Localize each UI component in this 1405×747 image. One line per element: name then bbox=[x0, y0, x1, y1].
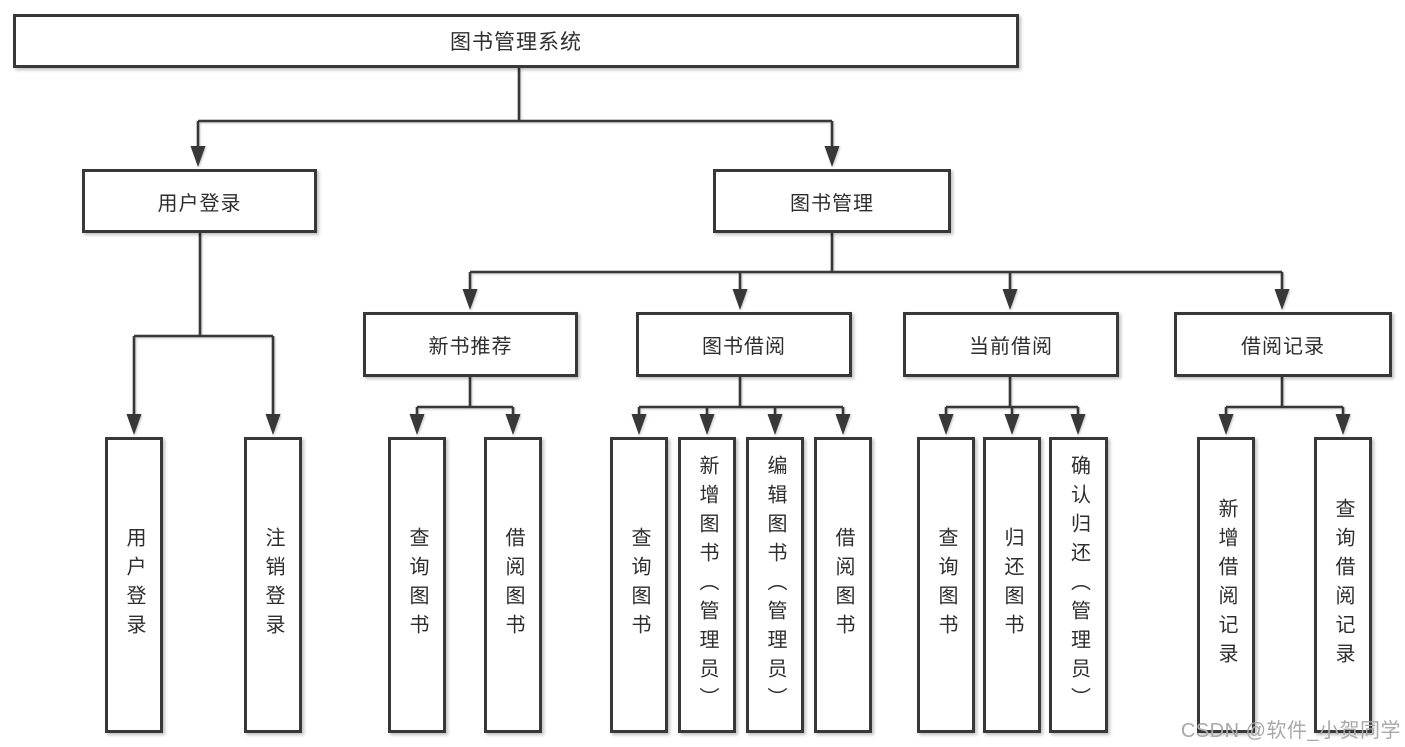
leaf-edit-book-admin: 编辑图书（管理员） bbox=[746, 437, 804, 733]
leaf-borrow-books-recommend: 借阅图书 bbox=[484, 437, 542, 733]
node-borrowing-records: 借阅记录 bbox=[1174, 312, 1392, 377]
leaf-user-login: 用户登录 bbox=[105, 437, 163, 733]
node-book-borrowing: 图书借阅 bbox=[636, 312, 852, 377]
leaf-add-borrow-record: 新增借阅记录 bbox=[1197, 437, 1255, 733]
leaf-query-books-current: 查询图书 bbox=[917, 437, 975, 733]
node-user-login: 用户登录 bbox=[82, 169, 317, 233]
csdn-watermark: CSDN @软件_小贺同学 bbox=[1180, 720, 1401, 742]
node-current-borrowing: 当前借阅 bbox=[903, 312, 1119, 377]
leaf-query-borrow-record: 查询借阅记录 bbox=[1314, 437, 1372, 733]
leaf-return-books: 归还图书 bbox=[983, 437, 1041, 733]
leaf-query-books-recommend: 查询图书 bbox=[388, 437, 446, 733]
node-book-management: 图书管理 bbox=[713, 169, 951, 233]
leaf-borrow-books-borrowing: 借阅图书 bbox=[814, 437, 872, 733]
leaf-logout: 注销登录 bbox=[244, 437, 302, 733]
arrowheads bbox=[126, 146, 1351, 435]
node-new-book-recommendation: 新书推荐 bbox=[363, 312, 578, 377]
leaf-add-book-admin: 新增图书（管理员） bbox=[678, 437, 736, 733]
leaf-query-books-borrowing: 查询图书 bbox=[610, 437, 668, 733]
leaf-confirm-return-admin: 确认归还（管理员） bbox=[1049, 437, 1108, 733]
node-library-management-system: 图书管理系统 bbox=[13, 14, 1019, 68]
